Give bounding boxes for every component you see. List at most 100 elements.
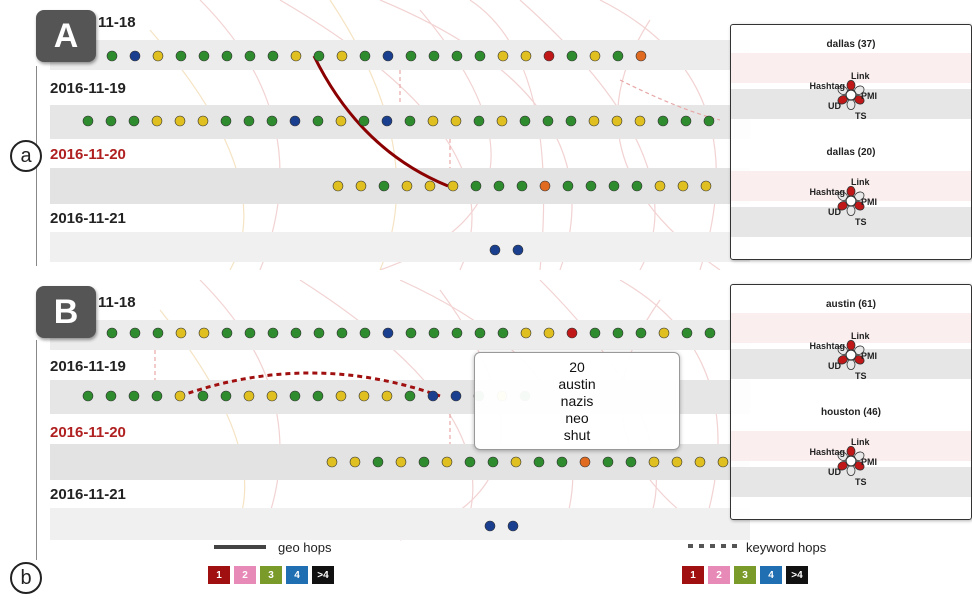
- tweet-dot[interactable]: [220, 390, 232, 402]
- tweet-dot[interactable]: [382, 327, 394, 339]
- tweet-dot[interactable]: [681, 327, 693, 339]
- tweet-dot[interactable]: [533, 456, 545, 468]
- tweet-dot[interactable]: [174, 115, 186, 127]
- tweet-dot[interactable]: [520, 327, 532, 339]
- tweet-dot[interactable]: [326, 456, 338, 468]
- tweet-dot[interactable]: [335, 390, 347, 402]
- tweet-dot[interactable]: [198, 50, 210, 62]
- tweet-dot[interactable]: [220, 115, 232, 127]
- tweet-dot[interactable]: [428, 50, 440, 62]
- tweet-dot[interactable]: [289, 390, 301, 402]
- tweet-dot[interactable]: [680, 115, 692, 127]
- tweet-dot[interactable]: [703, 115, 715, 127]
- tweet-dot[interactable]: [106, 327, 118, 339]
- tweet-dot[interactable]: [631, 180, 643, 192]
- tweet-dot[interactable]: [349, 456, 361, 468]
- tweet-dot[interactable]: [487, 456, 499, 468]
- tweet-dot[interactable]: [243, 115, 255, 127]
- tweet-dot[interactable]: [405, 50, 417, 62]
- tweet-dot[interactable]: [579, 456, 591, 468]
- tweet-dot[interactable]: [335, 115, 347, 127]
- tweet-dot[interactable]: [441, 456, 453, 468]
- tweet-dot[interactable]: [450, 390, 462, 402]
- tweet-dot[interactable]: [427, 390, 439, 402]
- tweet-dot[interactable]: [489, 244, 501, 256]
- tweet-dot[interactable]: [589, 50, 601, 62]
- tweet-dot[interactable]: [358, 115, 370, 127]
- tweet-dot[interactable]: [404, 390, 416, 402]
- tweet-dot[interactable]: [106, 50, 118, 62]
- tweet-dot[interactable]: [174, 390, 186, 402]
- tweet-dot[interactable]: [381, 115, 393, 127]
- tweet-dot[interactable]: [358, 390, 370, 402]
- tweet-dot[interactable]: [451, 50, 463, 62]
- tweet-dot[interactable]: [658, 327, 670, 339]
- tweet-dot[interactable]: [359, 327, 371, 339]
- tweet-dot[interactable]: [82, 115, 94, 127]
- tweet-dot[interactable]: [611, 115, 623, 127]
- tweet-dot[interactable]: [512, 244, 524, 256]
- tweet-dot[interactable]: [507, 520, 519, 532]
- tweet-dot[interactable]: [290, 50, 302, 62]
- tweet-dot[interactable]: [427, 115, 439, 127]
- tweet-dot[interactable]: [152, 327, 164, 339]
- tweet-dot[interactable]: [474, 327, 486, 339]
- tweet-dot[interactable]: [671, 456, 683, 468]
- tweet-dot[interactable]: [128, 390, 140, 402]
- tweet-dot[interactable]: [447, 180, 459, 192]
- tweet-dot[interactable]: [312, 390, 324, 402]
- tweet-dot[interactable]: [244, 327, 256, 339]
- tweet-dot[interactable]: [648, 456, 660, 468]
- tweet-dot[interactable]: [566, 327, 578, 339]
- tweet-dot[interactable]: [378, 180, 390, 192]
- tweet-dot[interactable]: [654, 180, 666, 192]
- tweet-dot[interactable]: [625, 456, 637, 468]
- tweet-dot[interactable]: [244, 50, 256, 62]
- tweet-dot[interactable]: [602, 456, 614, 468]
- tweet-dot[interactable]: [82, 390, 94, 402]
- tweet-dot[interactable]: [372, 456, 384, 468]
- tweet-dot[interactable]: [464, 456, 476, 468]
- tweet-dot[interactable]: [657, 115, 669, 127]
- tweet-dot[interactable]: [221, 50, 233, 62]
- tweet-dot[interactable]: [198, 327, 210, 339]
- tweet-dot[interactable]: [516, 180, 528, 192]
- tweet-dot[interactable]: [493, 180, 505, 192]
- tweet-dot[interactable]: [612, 327, 624, 339]
- tweet-dot[interactable]: [543, 327, 555, 339]
- tweet-dot[interactable]: [151, 390, 163, 402]
- tweet-dot[interactable]: [243, 390, 255, 402]
- tweet-dot[interactable]: [677, 180, 689, 192]
- tweet-dot[interactable]: [313, 327, 325, 339]
- tweet-dot[interactable]: [381, 390, 393, 402]
- tweet-dot[interactable]: [635, 50, 647, 62]
- tweet-dot[interactable]: [543, 50, 555, 62]
- tweet-dot[interactable]: [424, 180, 436, 192]
- tweet-dot[interactable]: [105, 115, 117, 127]
- tweet-dot[interactable]: [565, 115, 577, 127]
- tweet-dot[interactable]: [451, 327, 463, 339]
- tweet-dot[interactable]: [635, 327, 647, 339]
- tweet-dot[interactable]: [151, 115, 163, 127]
- tweet-dot[interactable]: [566, 50, 578, 62]
- tweet-dot[interactable]: [562, 180, 574, 192]
- tweet-dot[interactable]: [510, 456, 522, 468]
- tweet-dot[interactable]: [700, 180, 712, 192]
- tweet-dot[interactable]: [497, 327, 509, 339]
- tweet-dot[interactable]: [405, 327, 417, 339]
- tweet-dot[interactable]: [197, 390, 209, 402]
- tweet-dot[interactable]: [418, 456, 430, 468]
- tweet-dot[interactable]: [266, 390, 278, 402]
- tweet-dot[interactable]: [717, 456, 729, 468]
- tweet-dot[interactable]: [313, 50, 325, 62]
- tweet-dot[interactable]: [355, 180, 367, 192]
- tweet-dot[interactable]: [197, 115, 209, 127]
- tweet-dot[interactable]: [221, 327, 233, 339]
- tweet-dot[interactable]: [474, 50, 486, 62]
- tweet-dot[interactable]: [589, 327, 601, 339]
- tweet-dot[interactable]: [497, 50, 509, 62]
- tweet-dot[interactable]: [704, 327, 716, 339]
- tweet-dot[interactable]: [336, 50, 348, 62]
- tweet-dot[interactable]: [332, 180, 344, 192]
- tweet-dot[interactable]: [585, 180, 597, 192]
